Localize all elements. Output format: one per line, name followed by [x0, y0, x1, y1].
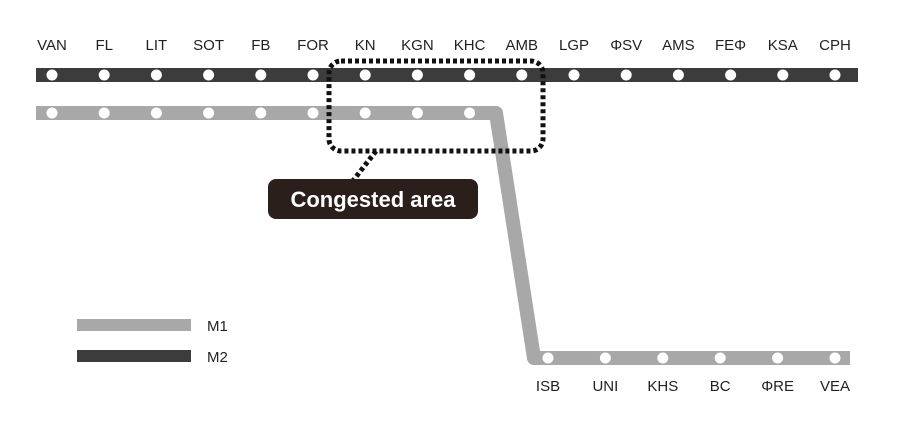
- m2-stop: [46, 69, 58, 81]
- m2-station-label: AMB: [506, 37, 539, 54]
- m1-stop: [829, 352, 841, 364]
- m1-stop: [150, 107, 162, 119]
- congested-area-box: [326, 58, 546, 154]
- m2-station-label: LIT: [146, 37, 168, 54]
- m2-station-label: CPH: [819, 37, 851, 54]
- m2-station-label: ΦSV: [610, 37, 642, 54]
- m2-station-label: AMS: [662, 37, 695, 54]
- m2-stop: [203, 69, 215, 81]
- m2-stop: [777, 69, 789, 81]
- m2-stop: [829, 69, 841, 81]
- m2-station-label: KGN: [401, 37, 434, 54]
- m1-stop: [307, 107, 319, 119]
- m1-station-label: UNI: [592, 378, 618, 395]
- legend-swatch-m2: [77, 350, 191, 362]
- m2-station-label: FEΦ: [715, 37, 746, 54]
- m2-station-labels: VAN FL LIT SOT FB FOR KN KGN KHC AMB LGP ΦSV AMS FEΦ K…: [37, 37, 851, 54]
- m2-station-label: KSA: [768, 37, 798, 54]
- m2-stop: [307, 69, 319, 81]
- m2-stop: [98, 69, 110, 81]
- m2-station-label: FB: [251, 37, 270, 54]
- m1-stop: [464, 107, 476, 119]
- m1-stop: [359, 107, 371, 119]
- m1-station-labels: ISB UNI KHS BC ΦRE VEA: [536, 378, 850, 395]
- m2-station-label: SOT: [193, 37, 224, 54]
- m1-station-label: KHS: [647, 378, 678, 395]
- m1-upper-stops: [46, 107, 476, 119]
- legend-label-m1: M1: [207, 318, 228, 335]
- m1-stop: [411, 107, 423, 119]
- m1-stop: [657, 352, 669, 364]
- m1-station-label: VEA: [820, 378, 850, 395]
- m2-stop: [464, 69, 476, 81]
- m2-station-label: KN: [355, 37, 376, 54]
- m1-stop: [599, 352, 611, 364]
- m2-station-label: LGP: [559, 37, 589, 54]
- m2-stop: [255, 69, 267, 81]
- m1-station-label: ISB: [536, 378, 560, 395]
- m2-stop: [359, 69, 371, 81]
- legend-label-m2: M2: [207, 349, 228, 366]
- m2-stop: [620, 69, 632, 81]
- callout-label: Congested area: [290, 187, 456, 212]
- m1-stop: [203, 107, 215, 119]
- m1-stop: [542, 352, 554, 364]
- m1-station-label: BC: [710, 378, 731, 395]
- m2-stop: [150, 69, 162, 81]
- m2-stop: [568, 69, 580, 81]
- legend: M1 M2: [77, 318, 228, 366]
- m2-station-label: FL: [95, 37, 113, 54]
- m2-stops: [46, 69, 841, 81]
- m1-stop: [46, 107, 58, 119]
- m1-stop: [772, 352, 784, 364]
- m1-stop: [98, 107, 110, 119]
- m2-station-label: VAN: [37, 37, 67, 54]
- m1-station-label: ΦRE: [761, 378, 794, 395]
- callout-background: [268, 179, 478, 219]
- m2-stop: [516, 69, 528, 81]
- m2-station-label: FOR: [297, 37, 329, 54]
- m1-lower-stops: [542, 352, 841, 364]
- m1-stop: [714, 352, 726, 364]
- m2-stop: [725, 69, 737, 81]
- m1-stop: [255, 107, 267, 119]
- m2-station-label: KHC: [454, 37, 486, 54]
- m2-stop: [411, 69, 423, 81]
- congested-area-callout: Congested area: [268, 149, 478, 219]
- legend-swatch-m1: [77, 319, 191, 331]
- m2-stop: [672, 69, 684, 81]
